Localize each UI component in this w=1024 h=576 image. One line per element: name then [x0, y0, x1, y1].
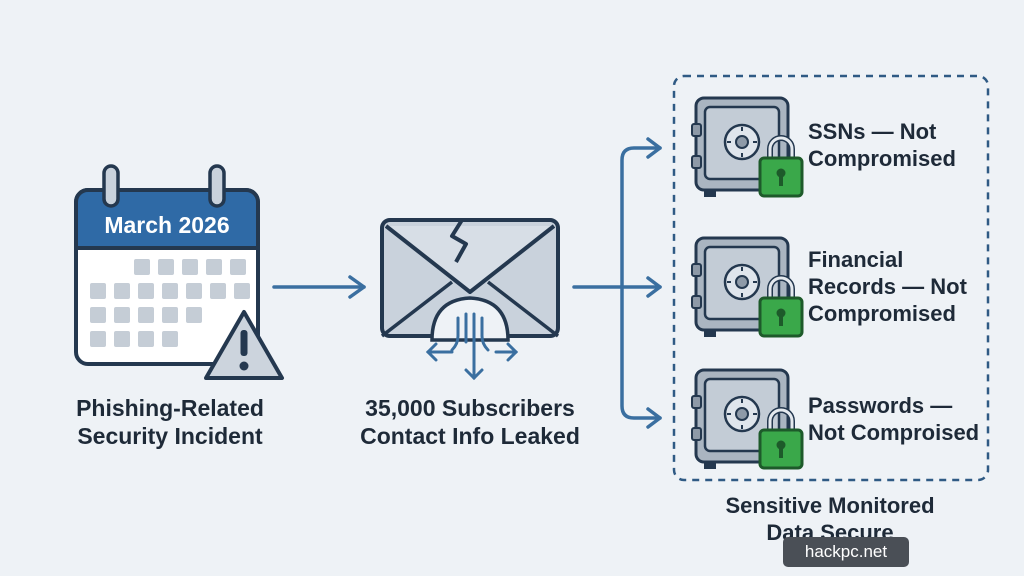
- calendar-month-label: March 2026: [104, 212, 229, 238]
- safe-lock-icon: [692, 98, 802, 197]
- safe-lock-icon: [692, 370, 802, 469]
- warning-triangle-icon: [204, 310, 284, 380]
- secure-item-ssn-label: SSNs — Not Compromised: [808, 119, 956, 171]
- calendar-caption: Phishing-Related Security Incident: [76, 395, 264, 449]
- secure-item-passwords-label: Passwords — Not Comproised: [808, 393, 980, 445]
- calendar-icon: [74, 164, 260, 366]
- branch-arrows: [572, 137, 662, 429]
- watermark-badge: hackpc.net: [783, 537, 909, 567]
- secure-data-group: [672, 74, 990, 482]
- arrow-calendar-to-envelope: [272, 275, 366, 299]
- envelope-caption: 35,000 Subscribers Contact Info Leaked: [360, 395, 580, 449]
- safe-lock-icon: [692, 238, 802, 337]
- secure-item-financial-label: Financial Records — Not Compromised: [808, 247, 967, 326]
- data-leak-icon: [425, 312, 519, 381]
- broken-envelope-icon: [380, 218, 560, 342]
